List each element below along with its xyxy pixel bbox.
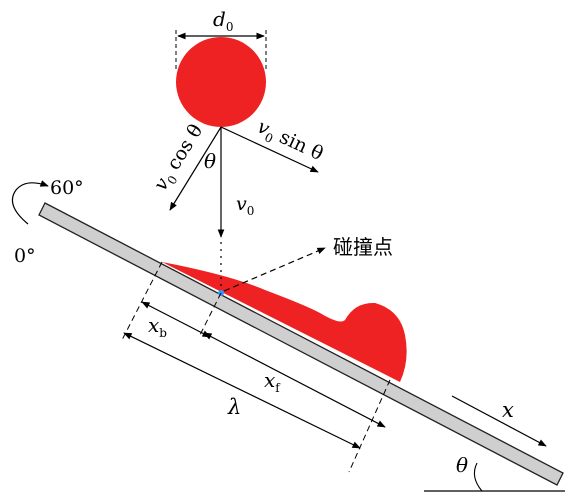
theta-arc	[473, 462, 483, 492]
xb-left-extension	[121, 261, 163, 341]
droplet	[176, 37, 266, 127]
collision-callout-arrow	[223, 247, 326, 292]
collision-point-label: 碰撞点	[333, 235, 393, 259]
lambda-dimension-arrow	[123, 332, 361, 449]
inclined-plate	[38, 202, 564, 486]
xb-dimension-arrow	[141, 301, 211, 338]
rotation-arc	[11, 180, 49, 225]
v0sin-arrow	[220, 126, 319, 173]
x-axis-label: x	[502, 398, 514, 422]
xb-label: xb	[148, 313, 167, 340]
spread-film	[162, 262, 407, 382]
theta-top-label: θ	[204, 149, 216, 173]
v0cos-arrow	[169, 126, 222, 211]
theta-bottom-label: θ	[456, 453, 468, 477]
angle-0-label: 0°	[14, 245, 36, 267]
v0-label: v0	[236, 193, 254, 218]
angle-60-label: 60°	[50, 177, 84, 199]
lambda-label: λ	[227, 395, 241, 419]
x-direction-arrow	[451, 395, 547, 447]
v0cos-label: v0 cos θ	[150, 120, 210, 196]
d0-label: d0	[213, 7, 233, 34]
v0sin-label: v0 sin θ	[253, 116, 327, 168]
